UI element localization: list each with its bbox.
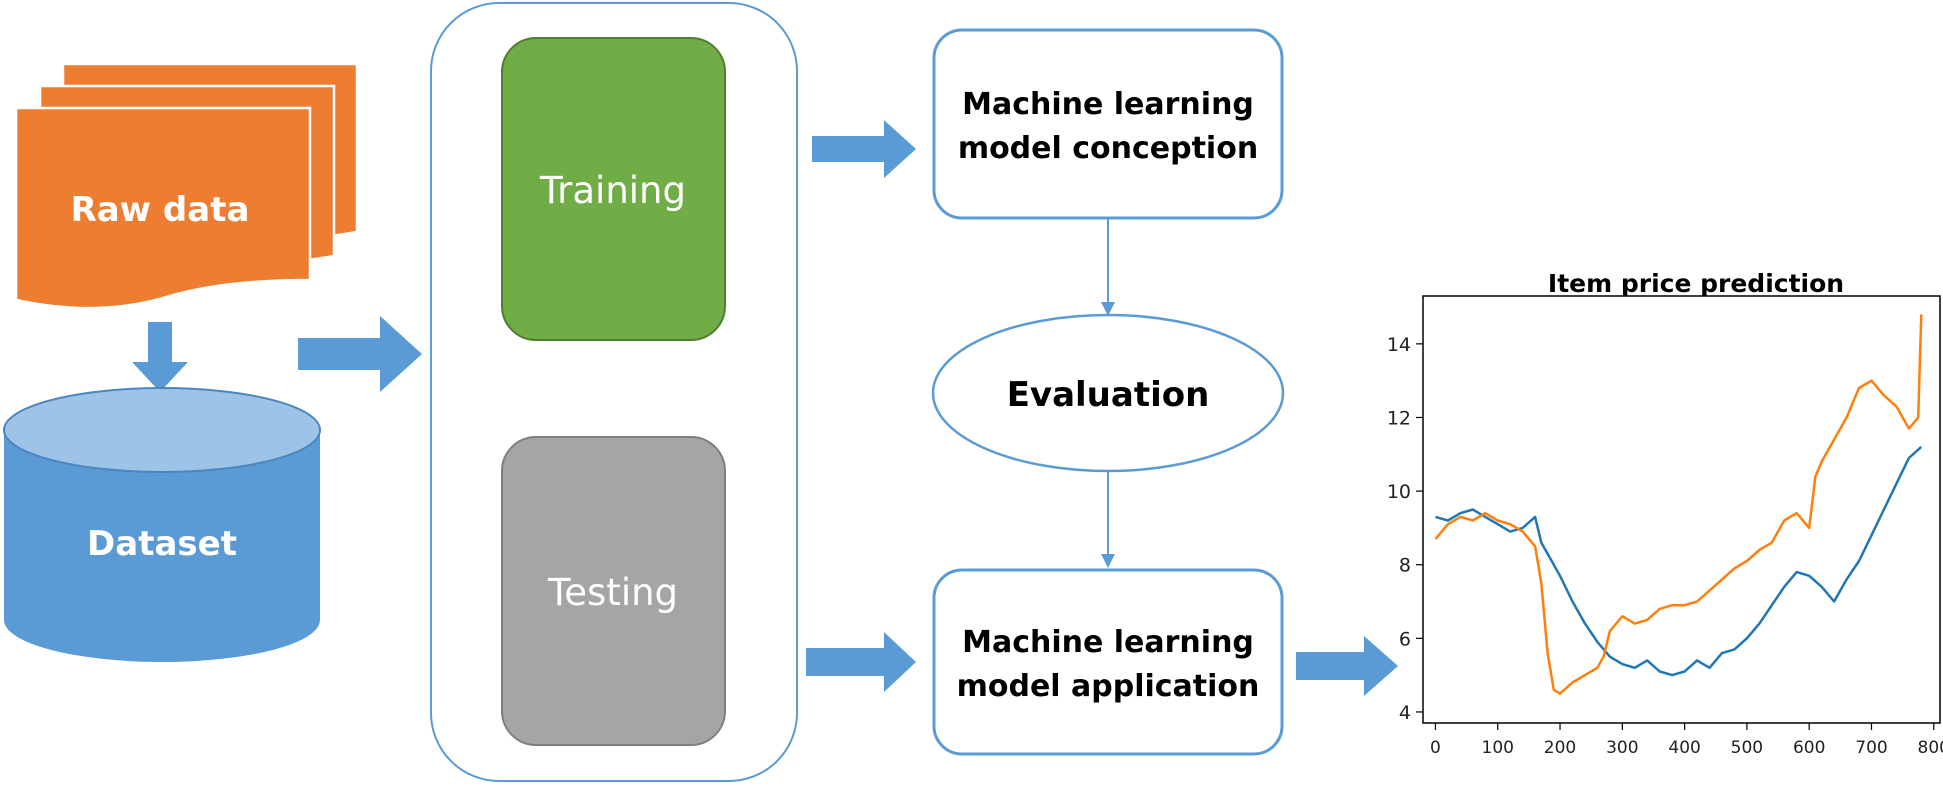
dataset-cylinder: Dataset xyxy=(3,387,321,662)
y-tick-label: 14 xyxy=(1387,334,1411,356)
testing-block xyxy=(501,436,726,746)
dataset-label: Dataset xyxy=(87,524,237,564)
training-label: Training xyxy=(539,169,686,212)
connector-conception-arrowhead xyxy=(1101,302,1115,316)
arrow-training-to-conception xyxy=(812,120,916,178)
chart-plot-area xyxy=(1422,295,1941,724)
dataset-cylinder-top xyxy=(3,387,321,473)
model-application-box xyxy=(932,568,1284,756)
raw-data-documents: Raw data xyxy=(14,62,359,310)
x-tick-label: 200 xyxy=(1544,738,1576,758)
x-tick-label: 100 xyxy=(1482,738,1514,758)
model-conception-box xyxy=(932,28,1284,220)
y-tick-label: 8 xyxy=(1399,555,1411,577)
x-tick-label: 0 xyxy=(1430,738,1441,758)
arrow-testing-to-application xyxy=(806,632,916,692)
model-conception-label-line2: model conception xyxy=(958,131,1258,166)
arrow-application-to-chart xyxy=(1296,636,1398,696)
x-tick-label: 500 xyxy=(1731,738,1763,758)
raw-data-label: Raw data xyxy=(71,190,250,230)
chart-ticks: 0 100 200 300 400 500 600 700 800 4 6 8 10 12 14 xyxy=(1387,334,1943,758)
x-tick-label: 600 xyxy=(1793,738,1825,758)
evaluation-label: Evaluation xyxy=(1007,375,1210,415)
x-tick-label: 700 xyxy=(1855,738,1887,758)
model-application-label-line2: model application xyxy=(957,669,1260,704)
connector-evaluation-arrowhead xyxy=(1101,554,1115,568)
series-line-2 xyxy=(1434,314,1923,695)
training-block xyxy=(501,37,726,341)
raw-data-page-front xyxy=(14,106,312,310)
arrow-dataset-to-split xyxy=(298,316,422,392)
arrow-raw-to-dataset xyxy=(132,322,188,392)
model-conception-label-line1: Machine learning xyxy=(962,87,1254,122)
price-prediction-chart: Item price prediction 0 100 200 300 400 500 60… xyxy=(1387,269,1943,758)
y-tick-label: 6 xyxy=(1399,628,1411,650)
chart-series xyxy=(1434,314,1923,695)
x-tick-label: 800 xyxy=(1918,738,1943,758)
model-application-label-line1: Machine learning xyxy=(962,625,1254,660)
dataset-cylinder-body xyxy=(4,430,320,662)
testing-label: Testing xyxy=(547,571,678,614)
chart-title: Item price prediction xyxy=(1548,269,1844,298)
y-tick-label: 4 xyxy=(1399,702,1411,724)
y-tick-label: 10 xyxy=(1387,481,1411,503)
y-tick-label: 12 xyxy=(1387,407,1411,429)
x-tick-label: 400 xyxy=(1668,738,1700,758)
x-tick-label: 300 xyxy=(1606,738,1638,758)
